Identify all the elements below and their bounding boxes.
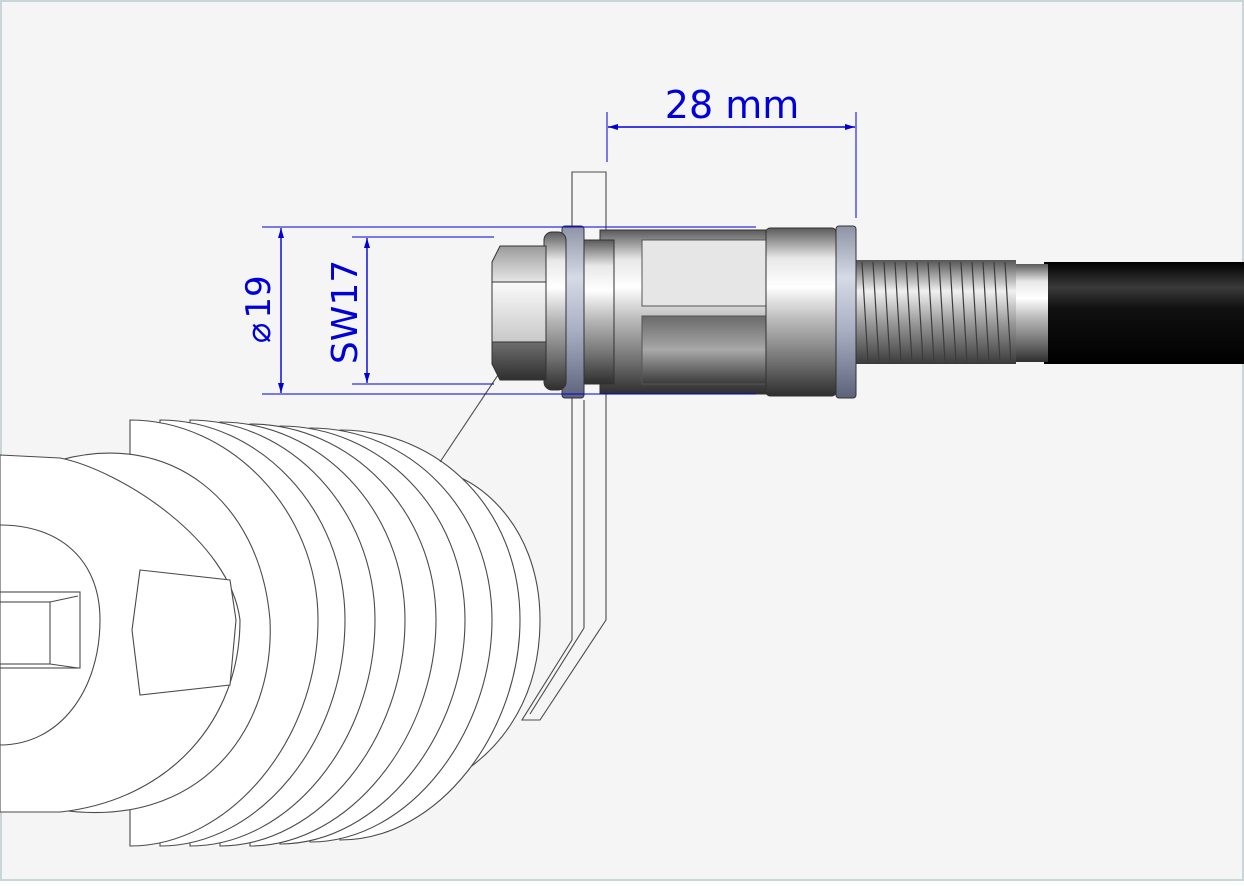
- thread-ridge: [894, 261, 902, 363]
- diameter-symbol: ⌀: [239, 323, 279, 343]
- diameter-label: 19: [239, 275, 279, 318]
- gland-hex-window-top: [641, 239, 767, 307]
- thread-ridge: [1004, 261, 1012, 363]
- black-cable: [1044, 262, 1244, 364]
- gland-neck: [579, 239, 615, 385]
- thread-ridge: [938, 261, 946, 363]
- gland-washer-right: [835, 225, 857, 399]
- thread-ridge: [993, 261, 1001, 363]
- slot-line-b: [49, 663, 79, 669]
- thread-ridge: [949, 261, 957, 363]
- hex-nut: [491, 245, 547, 381]
- thread-ridges: [861, 261, 1012, 363]
- thread-ridge: [927, 261, 935, 363]
- gland-cap: [765, 227, 837, 397]
- thread-ridge: [971, 261, 979, 363]
- length-dimension-label: 28 mm: [665, 83, 799, 127]
- hex-flat-face: [131, 569, 237, 696]
- dimension-lines: [262, 112, 857, 395]
- cable-sleeve: [1012, 264, 1048, 362]
- cable-assembly: [856, 260, 1244, 364]
- thread-ridge: [982, 261, 990, 363]
- thread-ridge: [905, 261, 913, 363]
- thread-ridge: [861, 261, 869, 363]
- diameter-label-group: ⌀ 19: [239, 275, 279, 343]
- thread-ridge: [872, 261, 880, 363]
- socket-slot-inner: [0, 601, 51, 665]
- slot-line-a: [49, 595, 79, 603]
- thread-ridge: [916, 261, 924, 363]
- hex-nut-upper-face: [491, 245, 547, 283]
- inner-hex-outline: [0, 524, 101, 746]
- bellows-housing: [0, 419, 541, 847]
- thread-ridge: [960, 261, 968, 363]
- thread-ridge: [883, 261, 891, 363]
- leader-line: [439, 374, 499, 463]
- gland-hex-window-bottom: [641, 315, 767, 385]
- wrench-size-label: SW17: [325, 260, 366, 364]
- bracket-inner-bend: [529, 627, 585, 715]
- cable-gland: [491, 225, 857, 399]
- hex-nut-middle-face: [491, 281, 547, 343]
- hex-nut-lower-face: [491, 341, 547, 381]
- gland-collar: [543, 231, 567, 391]
- wrench-size-label-group: SW17: [325, 260, 366, 364]
- threaded-shaft: [856, 260, 1016, 364]
